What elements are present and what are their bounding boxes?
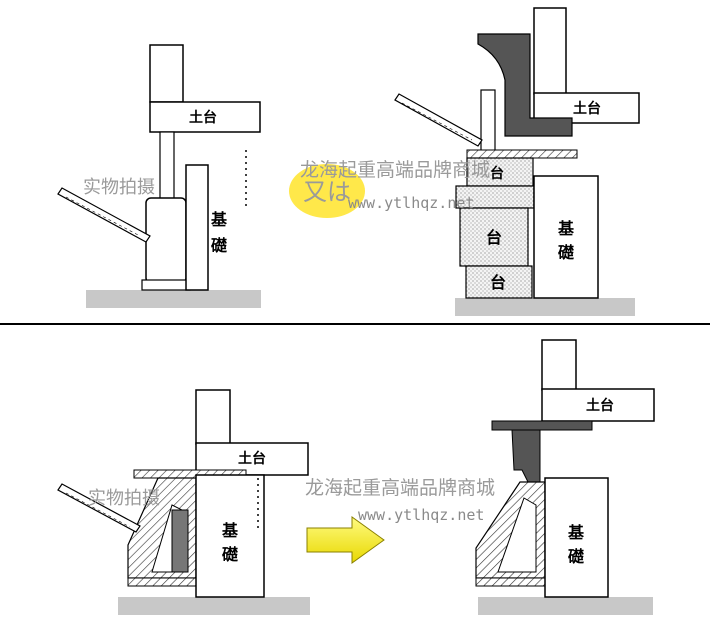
block-label-1: 台	[490, 165, 504, 182]
jack-body	[145, 197, 187, 284]
foundation	[544, 477, 609, 598]
jack-lever-icon	[394, 93, 483, 147]
jack-ram	[480, 89, 496, 153]
platform	[533, 92, 640, 124]
panel-top-right: 土台 台 台 台 基 礎	[394, 7, 640, 316]
jack-ram	[171, 509, 189, 573]
platform	[541, 388, 655, 422]
support-jack-inner	[497, 497, 537, 573]
watermark-photo: 实物拍摄	[83, 177, 155, 198]
ground	[455, 298, 635, 316]
foundation-label-2: 礎	[210, 236, 228, 255]
jack-lever-icon	[57, 187, 151, 243]
yellow-arrow-icon	[306, 516, 385, 564]
beam-column	[149, 44, 184, 103]
panel-top-left: 土台 基 礎 实物拍摄	[57, 44, 261, 308]
block-label-3: 台	[490, 273, 506, 292]
foundation	[195, 474, 265, 598]
foundation	[533, 175, 599, 299]
platform-label: 土台	[189, 109, 217, 126]
top-plate	[491, 420, 593, 431]
watermark-url-bottom: www.ytlhqz.net	[358, 506, 484, 524]
platform-label: 土台	[573, 100, 601, 117]
ground	[86, 290, 261, 308]
platform-label: 土台	[238, 450, 266, 467]
block-3	[459, 207, 529, 267]
stamp-ellipse	[289, 164, 365, 218]
jack-base	[141, 279, 191, 291]
jack-ram	[159, 131, 175, 203]
panel-bottom-left: 土台 基 礎 实物拍摄	[57, 389, 310, 615]
panel-bottom-right: 土台 基 礎	[475, 339, 655, 615]
beam-column	[541, 339, 577, 391]
foundation-label-1: 基	[221, 521, 239, 540]
jack-base	[475, 577, 549, 587]
beam-column	[533, 7, 567, 95]
foundation-label-2: 礎	[221, 545, 239, 564]
lifting-bracket	[511, 429, 541, 483]
foundation-label-1: 基	[210, 210, 228, 229]
foundation-label-2: 礎	[567, 547, 585, 566]
block-4	[465, 265, 533, 299]
ground	[478, 597, 653, 615]
foundation	[185, 164, 209, 291]
watermark-brand-top: 龙海起重高端品牌商城	[300, 159, 490, 181]
foundation-label-1: 基	[557, 219, 575, 238]
watermark-photo: 实物拍摄	[88, 488, 160, 509]
top-plate	[466, 149, 578, 159]
platform	[149, 101, 261, 133]
foundation-label-1: 基	[567, 523, 585, 542]
lifting-bracket	[477, 33, 573, 137]
jack-base	[127, 577, 201, 587]
watermark-url-top: www.ytlhqz.net	[348, 194, 474, 212]
watermark-brand-bottom: 龙海起重高端品牌商城	[305, 477, 495, 499]
ground	[118, 597, 310, 615]
stamp: 又は	[289, 164, 365, 218]
jack-lever-icon	[57, 483, 141, 533]
stamp-text: 又は	[303, 178, 351, 206]
block-label-2: 台	[486, 228, 502, 247]
block-1	[466, 157, 534, 187]
foundation-label-2: 礎	[557, 243, 575, 262]
platform-label: 土台	[586, 397, 614, 414]
beam-column	[195, 389, 231, 445]
